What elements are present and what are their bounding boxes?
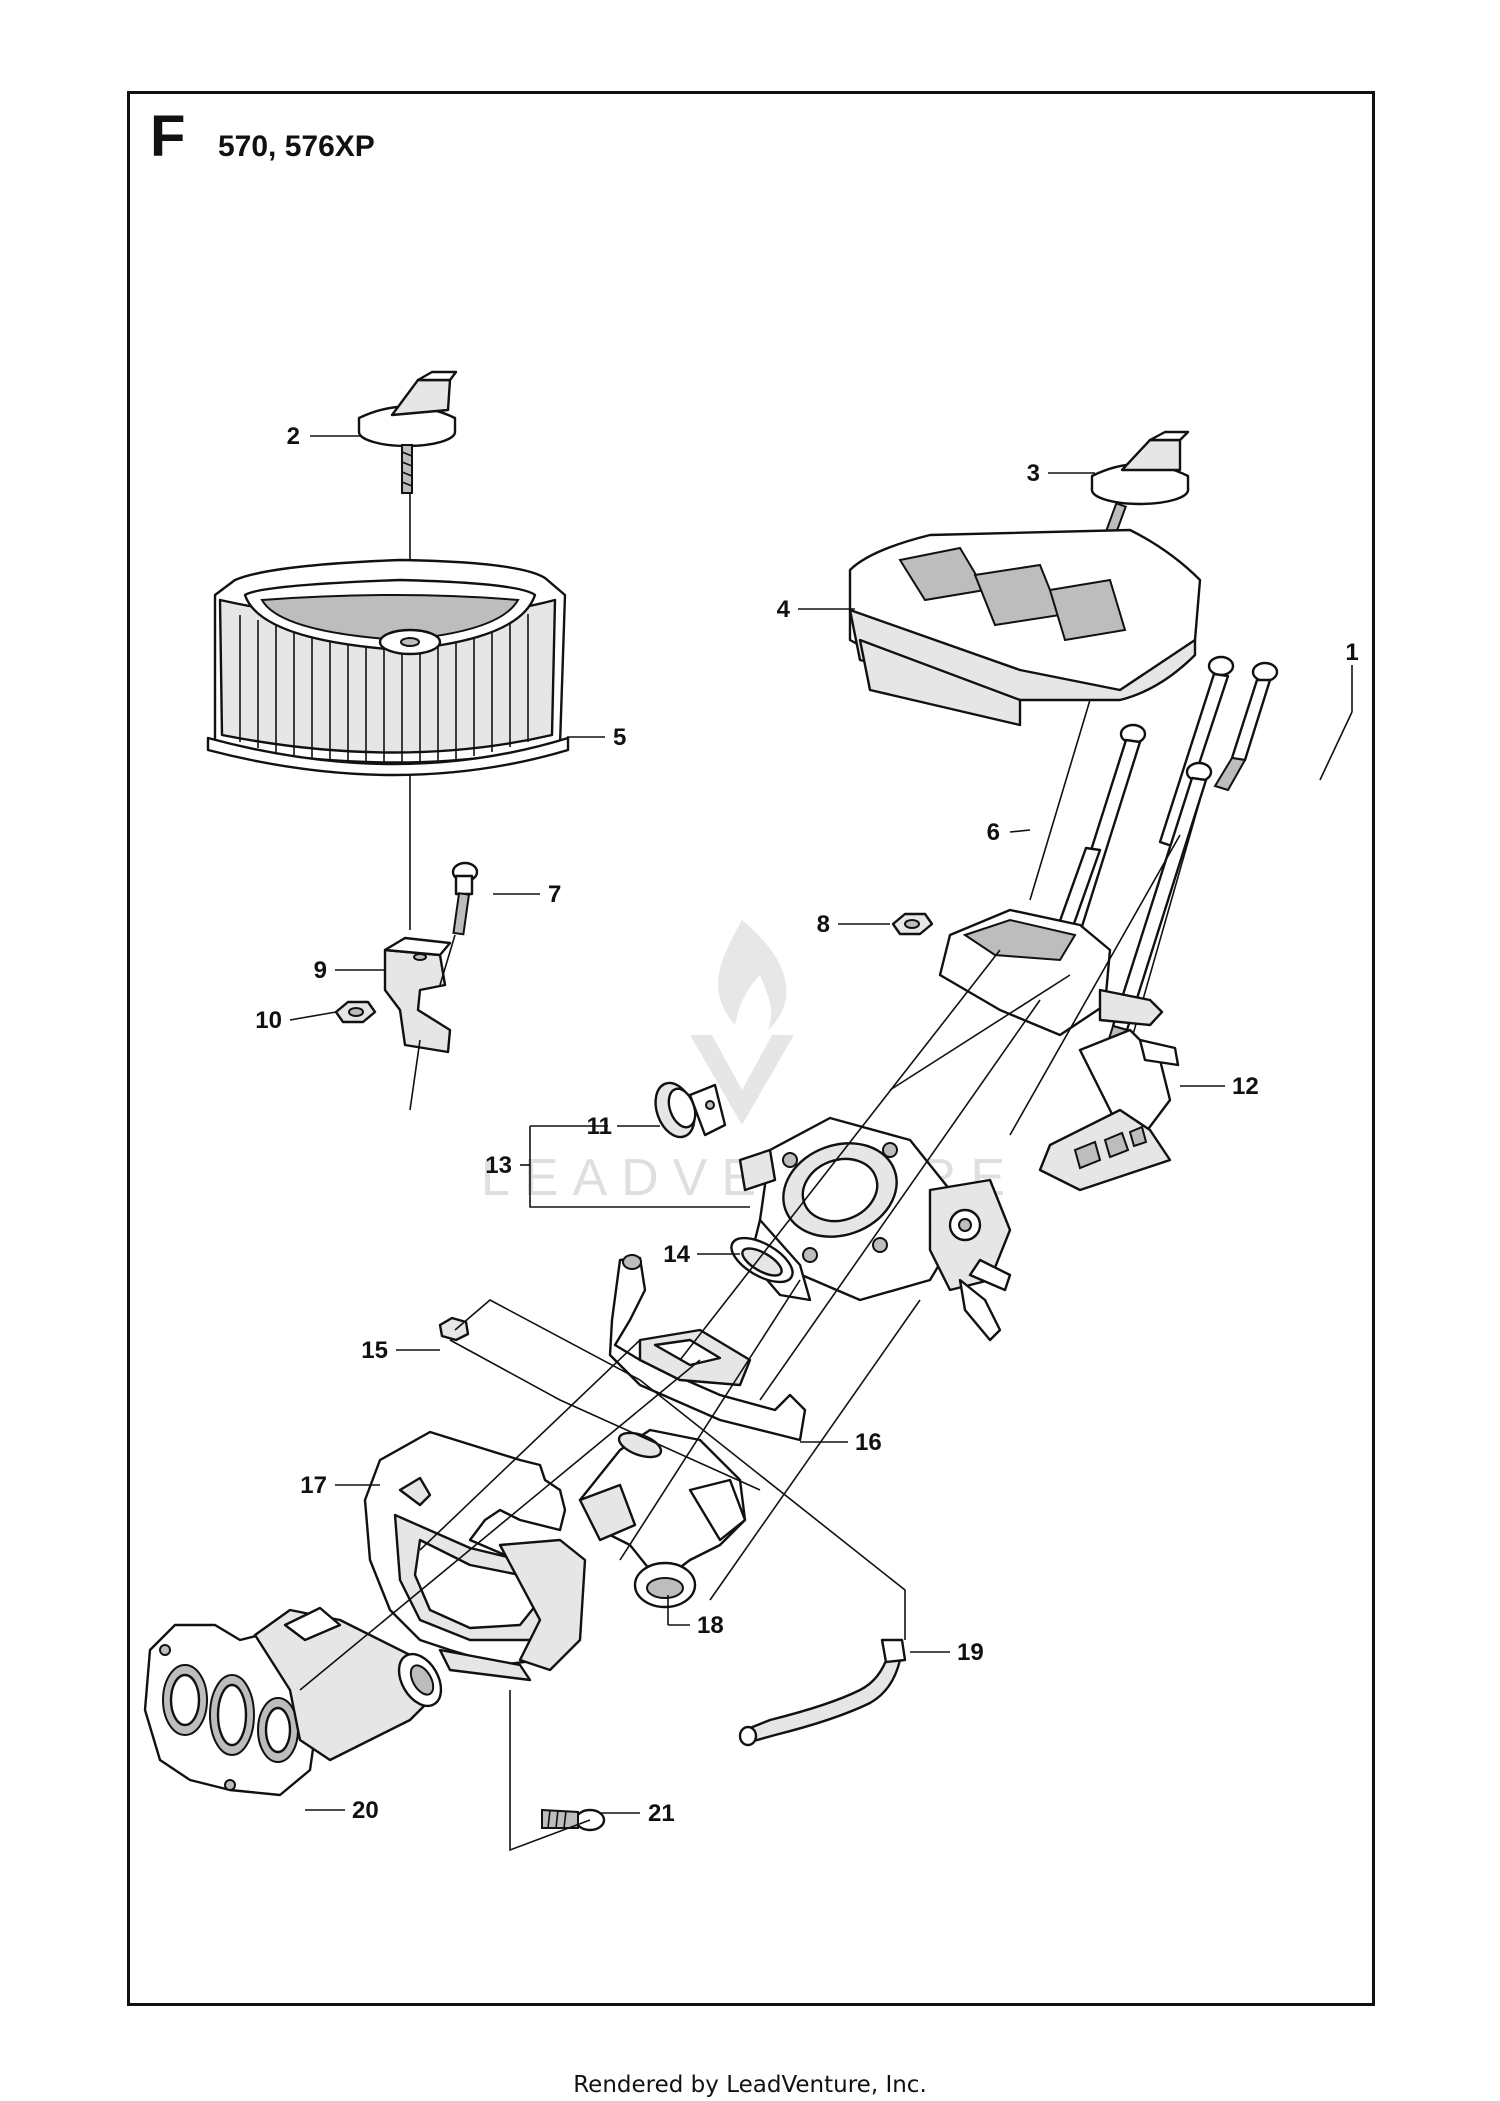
diagram-frame (127, 91, 1375, 2006)
part-21-screw (541, 1808, 606, 1832)
callout-12: 12 (1232, 1073, 1259, 1100)
callout-15: 15 (361, 1337, 388, 1364)
part-13-carburetor (738, 1116, 1012, 1342)
callout-21: 21 (648, 1800, 675, 1827)
part-12-mount-block (938, 908, 1180, 1192)
callout-20: 20 (352, 1797, 379, 1824)
callout-3: 3 (1027, 460, 1040, 487)
part-7-screw (439, 861, 479, 986)
callout-17: 17 (300, 1472, 327, 1499)
part-14-intake-gasket (730, 1236, 794, 1284)
callout-19: 19 (957, 1639, 984, 1666)
callout-11: 11 (587, 1113, 612, 1140)
part-18-intake-boot (578, 1428, 747, 1609)
sheet-letter: F (150, 104, 186, 169)
filter-pleats (239, 614, 529, 764)
callout-4: 4 (777, 596, 791, 623)
model-numbers: 570, 576XP (218, 130, 375, 163)
part-8-nut (891, 912, 934, 936)
callout-5: 5 (613, 724, 626, 751)
callout-16: 16 (855, 1429, 882, 1456)
callout-8: 8 (817, 911, 830, 938)
part-20-intake-manifold (143, 1606, 443, 1797)
part-11-plug (654, 1081, 727, 1139)
callout-7: 7 (548, 881, 561, 908)
callout-10: 10 (255, 1007, 282, 1034)
callout-18: 18 (697, 1612, 724, 1639)
part-10-nut (334, 1000, 377, 1024)
part-4-top-cover (848, 528, 1202, 901)
leader-lines (289, 435, 1353, 1814)
callout-13: 13 (485, 1152, 512, 1179)
part-5-air-filter (206, 558, 570, 777)
callout-labels: 1 2 3 4 5 6 7 8 9 10 11 12 13 14 15 16 1… (255, 423, 1358, 1827)
part-19-fuel-hose (738, 1638, 907, 1747)
callout-2: 2 (287, 423, 300, 450)
part-9-bracket (383, 936, 452, 1111)
callout-1: 1 (1345, 639, 1358, 666)
callout-9: 9 (314, 957, 327, 984)
assembly-lines (299, 834, 1181, 1852)
part-17-heat-guard (363, 1430, 587, 1682)
callout-14: 14 (663, 1241, 690, 1268)
callout-6: 6 (987, 819, 1000, 846)
footer-credit: Rendered by LeadVenture, Inc. (573, 2072, 927, 2098)
part-15-nut (438, 1316, 470, 1342)
